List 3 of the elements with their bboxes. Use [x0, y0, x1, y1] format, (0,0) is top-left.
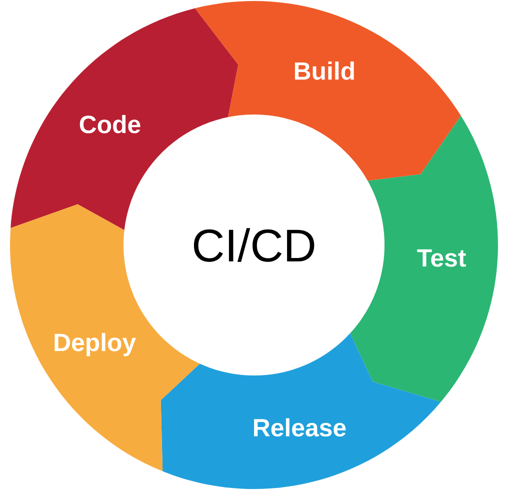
- cycle-segment: Release: [160, 320, 441, 489]
- cycle-segment: Build: [194, 1, 461, 182]
- cycle-segment: Test: [344, 116, 498, 402]
